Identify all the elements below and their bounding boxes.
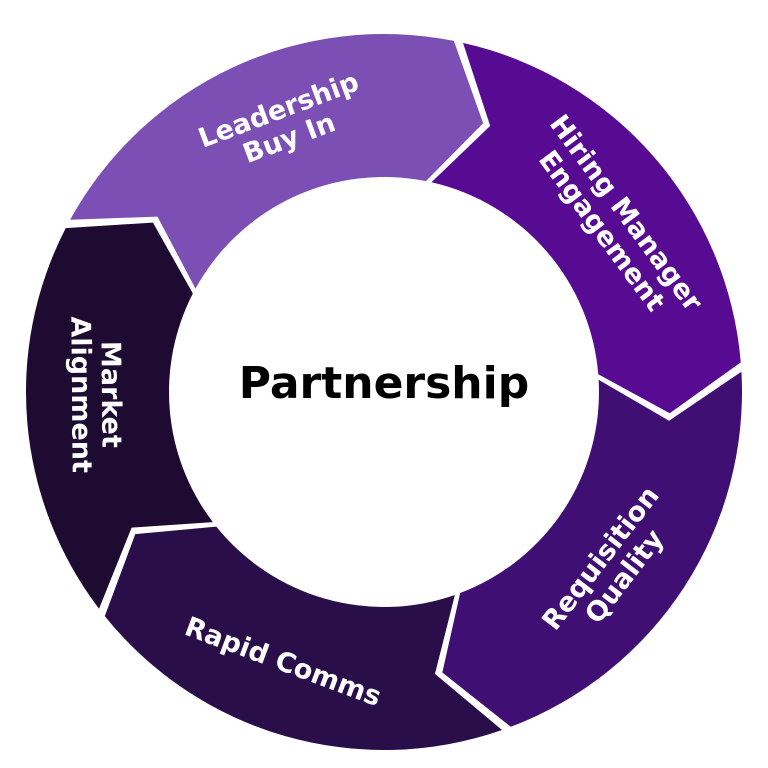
segment-market: [25, 222, 213, 609]
segment-label-line: Alignment: [64, 316, 96, 473]
segment-leadership: [70, 34, 484, 289]
segment-rapid: [104, 526, 503, 750]
segments-layer: [25, 34, 742, 750]
segment-label-market: MarketAlignment: [64, 316, 126, 473]
center-title: Partnership: [239, 358, 529, 409]
segment-label-line: Market: [95, 341, 127, 448]
segment-requisition: [442, 371, 742, 727]
segment-hiring: [431, 42, 741, 414]
